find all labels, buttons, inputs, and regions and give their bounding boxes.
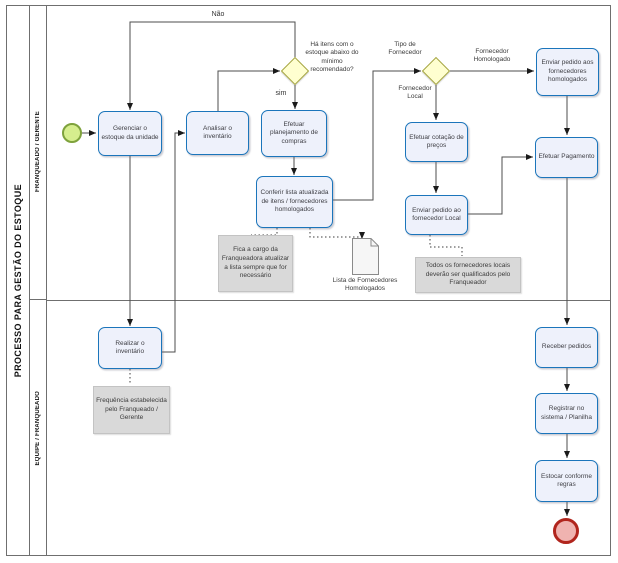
lane-equipe-franqueado: EQUIPE / FRANQUEADO bbox=[30, 300, 47, 556]
note-qualificacao-fornecedores: Todos os fornecedores locais deverão ser… bbox=[415, 257, 521, 293]
association-conferir-to-document bbox=[309, 228, 365, 239]
task-planejamento-compras: Efetuar planejamento de compras bbox=[261, 110, 327, 157]
flow-nao-loop bbox=[127, 21, 296, 110]
edge-label-sim: sim bbox=[275, 90, 287, 97]
edge-label-nao: Não bbox=[211, 11, 225, 18]
flow-analisar-to-gateway1 bbox=[217, 68, 280, 111]
document-icon bbox=[352, 238, 379, 275]
gateway-estoque-minimo-label: Há itens com o estoque abaixo do mínimo … bbox=[305, 41, 359, 74]
note-atualizacao-lista: Fica a cargo da Franqueadora atualizar a… bbox=[218, 235, 293, 292]
edge-label-fornecedor-homologado: Fornecedor Homologado bbox=[473, 48, 511, 64]
lane-franqueado-gerente: FRANQUEADO / GERENTE bbox=[30, 5, 47, 300]
association-conferir-to-note bbox=[251, 228, 278, 236]
task-efetuar-pagamento: Efetuar Pagamento bbox=[535, 137, 598, 178]
document-label: Lista de Fornecedores Homologados bbox=[332, 277, 398, 293]
flow-pedido-local-to-pagamento bbox=[468, 154, 533, 215]
task-registrar-sistema: Registrar no sistema / Planilha bbox=[535, 393, 598, 434]
task-pedido-fornecedor-local: Enviar pedido ao fornecedor Local bbox=[405, 195, 468, 235]
pool-border bbox=[6, 5, 611, 556]
task-cotacao-precos: Efetuar cotação de preços bbox=[405, 122, 468, 162]
task-receber-pedidos: Receber pedidos bbox=[535, 327, 598, 368]
task-realizar-inventario: Realizar o inventário bbox=[98, 327, 162, 369]
flow-conferir-to-gateway2 bbox=[333, 68, 421, 201]
edge-label-fornecedor-local: Fornecedor Local bbox=[398, 85, 432, 101]
flow-realizar-to-analisar bbox=[162, 130, 185, 353]
task-estocar-regras: Estocar conforme regras bbox=[535, 460, 598, 502]
task-gerenciar-estoque: Gerenciar o estoque da unidade bbox=[98, 111, 162, 156]
task-conferir-lista: Conferir lista atualizada de itens / for… bbox=[256, 176, 333, 228]
start-event-icon bbox=[62, 123, 82, 143]
pool-title-column: PROCESSO PARA GESTÃO DO ESTOQUE bbox=[6, 5, 30, 556]
note-frequencia-inventario: Frequência estabelecida pelo Franqueado … bbox=[93, 386, 170, 434]
task-pedido-fornecedores-homologados: Enviar pedido aos fornecedores homologad… bbox=[536, 48, 599, 96]
task-analisar-inventario: Analisar o inventário bbox=[186, 111, 249, 155]
association-pedido-local-to-note bbox=[429, 235, 463, 256]
lane-divider bbox=[47, 300, 611, 301]
gateway-tipo-fornecedor-label: Tipo de Fornecedor bbox=[388, 41, 422, 57]
end-event-icon bbox=[553, 518, 579, 544]
